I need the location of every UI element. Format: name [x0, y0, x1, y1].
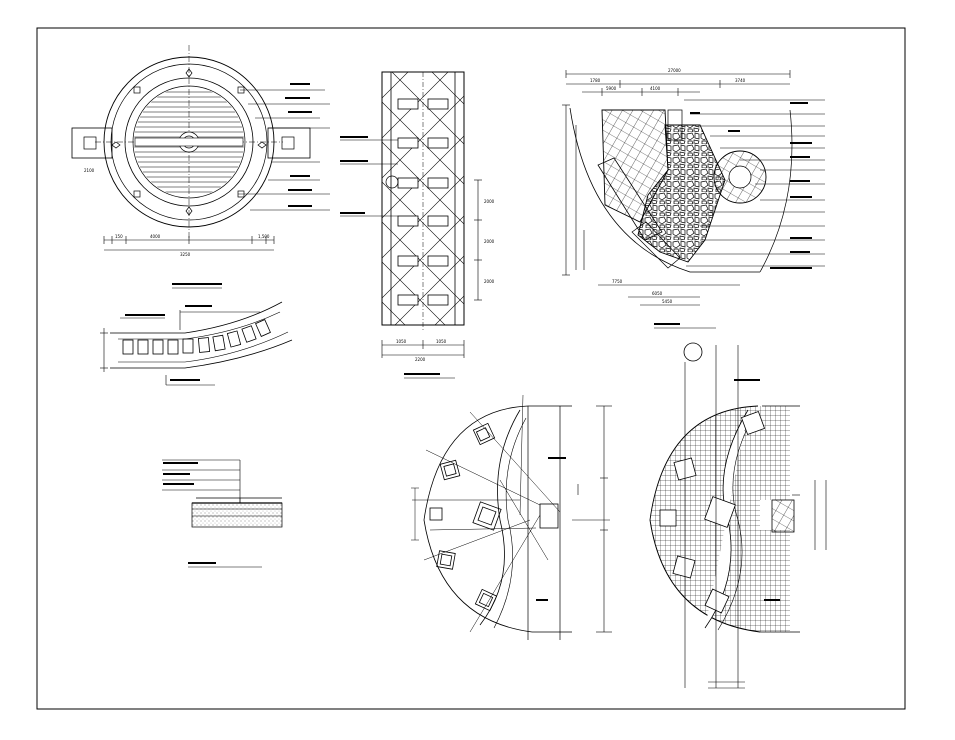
strip-total: 2200	[415, 357, 426, 362]
bot-a: 7750	[612, 279, 623, 284]
top-total: 27000	[668, 68, 681, 73]
strip-dim-2: 2000	[484, 239, 495, 244]
grid-paving-plan	[649, 342, 827, 689]
strip-dim-1: 2000	[484, 199, 495, 204]
round-dim-a: 150	[115, 234, 123, 239]
round-dim-d: 1,500	[258, 234, 270, 239]
top-d: 4100	[650, 86, 661, 91]
setting-out-plan	[411, 394, 612, 640]
round-dim-c: 4000	[150, 234, 161, 239]
corner-garden-plan: 27000 1780 3740 5900 4100 7750 6050 5450	[562, 68, 825, 329]
sheet-border	[36, 27, 906, 710]
paving-section-detail	[162, 459, 283, 568]
bot-c: 5450	[662, 299, 673, 304]
strip-b: 1050	[436, 339, 447, 344]
strip-a: 1050	[396, 339, 407, 344]
top-b: 3740	[735, 78, 746, 83]
round-side: 2100	[84, 168, 95, 173]
round-platform-plan: 150 4000 1,500 3250 2100	[71, 45, 330, 289]
round-width: 3250	[180, 252, 191, 257]
curved-strip-plan	[100, 301, 293, 386]
strip-dim-3: 2000	[484, 279, 495, 284]
top-a: 1780	[590, 78, 601, 83]
bot-b: 6050	[652, 291, 663, 296]
vertical-paving-strip: 2000 2000 2000 1050 1050 2200	[340, 71, 495, 379]
top-c: 5900	[606, 86, 617, 91]
